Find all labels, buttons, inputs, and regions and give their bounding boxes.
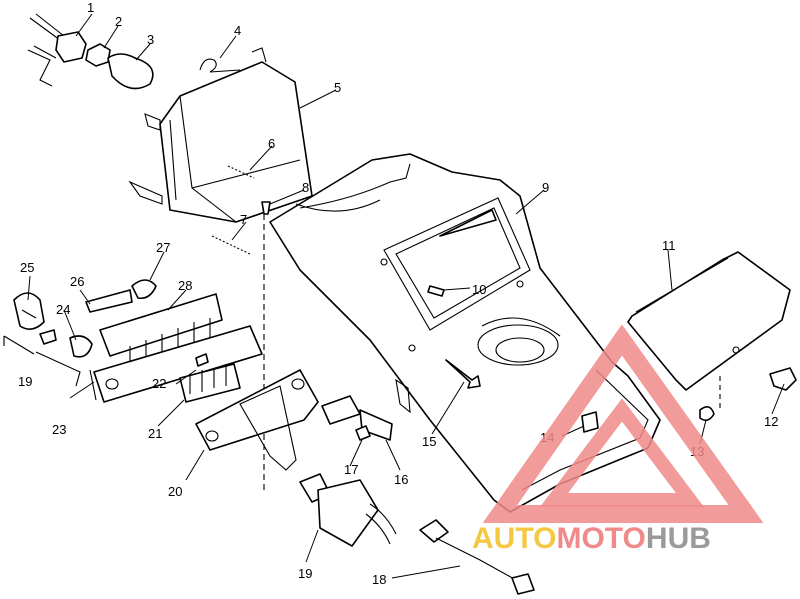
panel-23 bbox=[93, 325, 263, 403]
switch-16 bbox=[321, 395, 361, 425]
callout-24: 24 bbox=[56, 302, 70, 317]
knob-12 bbox=[769, 367, 797, 391]
callout-16: 16 bbox=[394, 472, 408, 487]
knob-25 bbox=[13, 292, 45, 330]
callout-27: 27 bbox=[156, 240, 170, 255]
callout-25: 25 bbox=[20, 260, 34, 275]
watermark-triangle-inner bbox=[539, 398, 705, 507]
adjuster-springs bbox=[211, 165, 271, 490]
screw-15 bbox=[445, 359, 481, 389]
headlight-bulb bbox=[107, 53, 154, 90]
access-cover bbox=[627, 251, 791, 391]
callout-26: 26 bbox=[70, 274, 84, 289]
callout-15: 15 bbox=[422, 434, 436, 449]
callout-8: 8 bbox=[302, 180, 309, 195]
headlight-housing bbox=[159, 61, 313, 223]
callout-7: 7 bbox=[240, 212, 247, 227]
svg-text:AUTOMOTOHUB: AUTOMOTOHUB bbox=[472, 522, 711, 555]
callout-12: 12 bbox=[764, 414, 778, 429]
watermark-hub: HUB bbox=[646, 522, 711, 555]
watermark-moto: MOTO bbox=[556, 522, 645, 555]
bracket-20 bbox=[195, 369, 319, 451]
callout-5: 5 bbox=[334, 80, 341, 95]
pin-22 bbox=[195, 353, 209, 367]
headlight-assembly bbox=[27, 13, 313, 223]
callout-11: 11 bbox=[662, 238, 676, 253]
callout-9: 9 bbox=[542, 180, 549, 195]
screw-8 bbox=[261, 201, 271, 215]
callout-3: 3 bbox=[147, 32, 154, 47]
callout-18: 18 bbox=[372, 572, 386, 587]
watermark-triangle-outer bbox=[482, 324, 764, 523]
callout-28: 28 bbox=[178, 278, 192, 293]
bulb-retainer bbox=[85, 43, 111, 67]
callout-19-panel: 19 bbox=[18, 374, 32, 389]
callout-20: 20 bbox=[168, 484, 182, 499]
spring-clip bbox=[199, 58, 241, 73]
headlight-socket bbox=[55, 31, 87, 63]
callout-19-connector: 19 bbox=[298, 566, 312, 581]
callout-17: 17 bbox=[344, 462, 358, 477]
callout-23: 23 bbox=[52, 422, 66, 437]
bracket-28 bbox=[99, 293, 223, 357]
wire-harness-18 bbox=[419, 519, 535, 595]
callout-22: 22 bbox=[152, 376, 166, 391]
callout-6: 6 bbox=[268, 136, 275, 151]
grommet-27 bbox=[131, 279, 157, 300]
clip-14 bbox=[581, 411, 599, 433]
grommet-13 bbox=[699, 406, 715, 422]
switch-panel-assembly bbox=[3, 279, 397, 547]
callout-10: 10 bbox=[472, 282, 486, 297]
hood-console bbox=[269, 153, 661, 513]
callout-1: 1 bbox=[87, 0, 94, 15]
screw-10 bbox=[427, 285, 445, 297]
automotohub-watermark: AUTOMOTOHUB bbox=[472, 324, 764, 555]
watermark-auto: AUTO bbox=[472, 522, 556, 555]
callout-4: 4 bbox=[234, 23, 241, 38]
switch-block-21 bbox=[179, 363, 241, 403]
screw-17 bbox=[355, 425, 371, 441]
callout-2: 2 bbox=[115, 14, 122, 29]
connector-19 bbox=[317, 479, 379, 547]
knob-24 bbox=[69, 335, 93, 358]
callout-21: 21 bbox=[148, 426, 162, 441]
decal-26 bbox=[85, 289, 133, 313]
